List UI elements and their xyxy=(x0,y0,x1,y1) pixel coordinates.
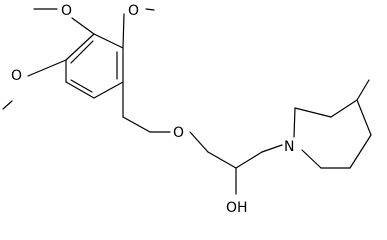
atom-o-methoxy-right: O xyxy=(128,3,139,19)
atom-o-ether: O xyxy=(173,125,184,141)
ring-double-2 xyxy=(70,79,93,93)
pip-bond-1 xyxy=(293,107,296,138)
bond-o-left-ring xyxy=(27,59,67,77)
bond-c1-c2 xyxy=(207,151,237,169)
bond-c2-c3 xyxy=(235,151,263,169)
pip-bond-7 xyxy=(301,149,322,169)
pip-bond-3 xyxy=(330,99,358,118)
bond-methyl-left xyxy=(2,100,13,110)
bond-pip-methyl xyxy=(356,79,370,101)
pip-bond-5 xyxy=(349,134,372,169)
atom-o-methoxy-left: O xyxy=(11,68,22,84)
atom-o-methoxy-top: O xyxy=(61,3,72,19)
structure-diagram: O O O O N OH xyxy=(2,3,372,216)
atom-hydroxyl: OH xyxy=(226,200,248,216)
bond-ch2-ch2 xyxy=(122,116,151,133)
bond-c3-n xyxy=(261,144,283,153)
atom-nitrogen: N xyxy=(284,139,294,155)
ring-bond-1 xyxy=(93,33,124,49)
pip-bond-4 xyxy=(356,99,372,136)
pip-bond-2 xyxy=(294,107,332,118)
ring-bond-6 xyxy=(65,33,95,61)
molecule-drawing: O O O O N OH xyxy=(2,3,372,216)
bond-o-top-ring xyxy=(71,17,95,35)
bond-methyl-right xyxy=(145,8,155,11)
ring-double-3 xyxy=(70,40,94,64)
ring-bond-3 xyxy=(93,81,124,99)
ring-bond-4 xyxy=(65,81,95,99)
bond-o-c1 xyxy=(189,131,209,153)
bond-o-right-ring xyxy=(122,13,125,49)
